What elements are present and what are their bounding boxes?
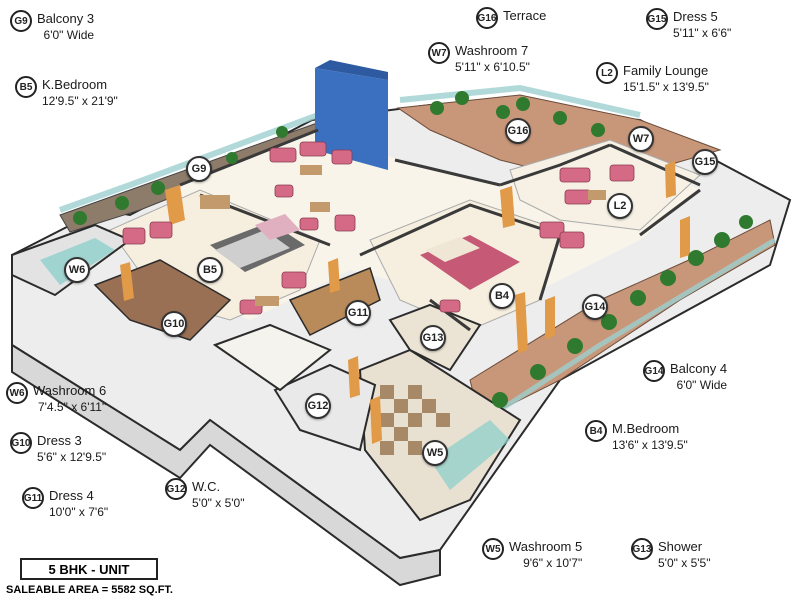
legend-g12: G12 W.C. 5'0" x 5'0" bbox=[165, 478, 244, 512]
marker-l2: L2 bbox=[607, 193, 633, 219]
legend-dim: 5'0" x 5'5" bbox=[658, 556, 711, 570]
legend-name: Washroom 7 bbox=[455, 43, 529, 58]
legend-w6: W6 Washroom 6 7'4.5" x 6'11" bbox=[6, 382, 106, 416]
marker-b4: B4 bbox=[489, 283, 515, 309]
legend-name: Washroom 6 bbox=[33, 383, 107, 398]
legend-name: M.Bedroom bbox=[612, 421, 680, 436]
legend-badge: G14 bbox=[643, 360, 665, 382]
legend-badge: G11 bbox=[22, 487, 44, 509]
marker-g11: G11 bbox=[345, 300, 371, 326]
legend-g14: G14 Balcony 4 6'0" Wide bbox=[643, 360, 727, 394]
legend-dim: 15'1.5" x 13'9.5" bbox=[623, 80, 709, 94]
legend-dim: 12'9.5" x 21'9" bbox=[42, 94, 118, 108]
marker-g10: G10 bbox=[161, 311, 187, 337]
legend-name: Balcony 3 bbox=[37, 11, 95, 26]
marker-w7: W7 bbox=[628, 126, 654, 152]
legend-dim: 6'0" Wide bbox=[43, 28, 95, 42]
marker-g13: G13 bbox=[420, 325, 446, 351]
legend-dim: 5'0" x 5'0" bbox=[192, 496, 245, 510]
legend-name: W.C. bbox=[192, 479, 221, 494]
legend-dim: 9'6" x 10'7" bbox=[523, 556, 583, 570]
legend-name: Shower bbox=[658, 539, 703, 554]
marker-g9: G9 bbox=[186, 156, 212, 182]
legend-dim: 10'0" x 7'6" bbox=[49, 505, 109, 519]
legend-g9: G9 Balcony 3 6'0" Wide bbox=[10, 10, 94, 44]
legend-b4: B4 M.Bedroom 13'6" x 13'9.5" bbox=[585, 420, 688, 454]
legend-dim: 5'11" x 6'10.5" bbox=[455, 60, 530, 74]
marker-g16: G16 bbox=[505, 118, 531, 144]
legend-g15: G15 Dress 5 5'11" x 6'6" bbox=[646, 8, 731, 42]
legend-w7: W7 Washroom 7 5'11" x 6'10.5" bbox=[428, 42, 530, 76]
marker-w5: W5 bbox=[422, 440, 448, 466]
legend-badge: G16 bbox=[476, 7, 498, 29]
legend-w5: W5 Washroom 5 9'6" x 10'7" bbox=[482, 538, 582, 572]
legend-badge: B5 bbox=[15, 76, 37, 98]
legend-badge: G15 bbox=[646, 8, 668, 30]
legend-dim: 6'0" Wide bbox=[676, 378, 728, 392]
unit-type-label: 5 BHK - UNIT bbox=[20, 558, 158, 580]
legend-name: Family Lounge bbox=[623, 63, 709, 78]
legend-badge: L2 bbox=[596, 62, 618, 84]
legend-badge: W7 bbox=[428, 42, 450, 64]
marker-g12: G12 bbox=[305, 393, 331, 419]
legend-name: Terrace bbox=[503, 8, 547, 23]
legend-g11: G11 Dress 4 10'0" x 7'6" bbox=[22, 487, 108, 521]
legend-g16: G16 Terrace bbox=[476, 7, 546, 29]
legend-badge: G13 bbox=[631, 538, 653, 560]
legend-badge: G12 bbox=[165, 478, 187, 500]
marker-b5: B5 bbox=[197, 257, 223, 283]
legend-g10: G10 Dress 3 5'6" x 12'9.5" bbox=[10, 432, 106, 466]
legend-l2: L2 Family Lounge 15'1.5" x 13'9.5" bbox=[596, 62, 709, 96]
legend-name: K.Bedroom bbox=[42, 77, 108, 92]
legend-name: Balcony 4 bbox=[670, 361, 728, 376]
legend-b5: B5 K.Bedroom 12'9.5" x 21'9" bbox=[15, 76, 118, 110]
legend-badge: W6 bbox=[6, 382, 28, 404]
marker-g14: G14 bbox=[582, 294, 608, 320]
saleable-area: SALEABLE AREA = 5582 SQ.FT. bbox=[6, 584, 173, 596]
legend-badge: B4 bbox=[585, 420, 607, 442]
marker-w6: W6 bbox=[64, 257, 90, 283]
marker-g15: G15 bbox=[692, 149, 718, 175]
legend-badge: G9 bbox=[10, 10, 32, 32]
legend-dim: 7'4.5" x 6'11" bbox=[37, 400, 107, 414]
legend-badge: G10 bbox=[10, 432, 32, 454]
legend-name: Dress 4 bbox=[49, 488, 94, 503]
legend-name: Dress 3 bbox=[37, 433, 82, 448]
legend-name: Dress 5 bbox=[673, 9, 718, 24]
legend-dim: 5'11" x 6'6" bbox=[673, 26, 732, 40]
legend-g13: G13 Shower 5'0" x 5'5" bbox=[631, 538, 710, 572]
legend-dim: 5'6" x 12'9.5" bbox=[37, 450, 107, 464]
legend-dim: 13'6" x 13'9.5" bbox=[612, 438, 688, 452]
legend-badge: W5 bbox=[482, 538, 504, 560]
legend-name: Washroom 5 bbox=[509, 539, 583, 554]
